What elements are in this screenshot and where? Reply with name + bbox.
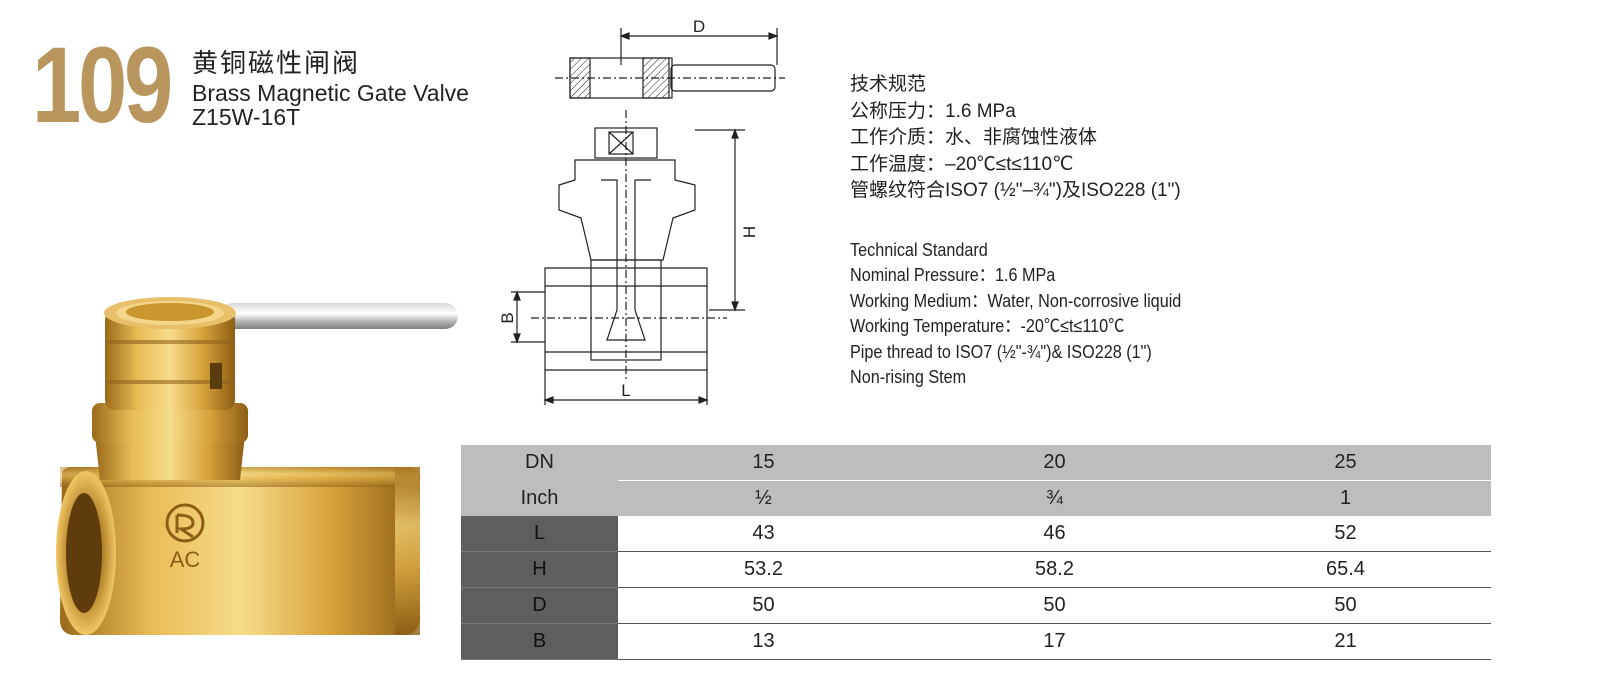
table-cell: 52 <box>1200 516 1491 552</box>
spec-line: 工作温度：–20℃≤t≤110℃ <box>850 153 1074 175</box>
table-row: D 50 50 50 <box>461 587 1491 624</box>
spec-heading-chinese: 技术规范 <box>850 74 927 95</box>
table-header-cell: 20 <box>909 445 1200 481</box>
table-cell: 53.2 <box>618 551 909 588</box>
table-cell: 13 <box>618 623 909 660</box>
spec-block-chinese: 技术规范 公称压力：1.6 MPa 工作介质：水、非腐蚀性液体 工作温度：–20… <box>850 72 1181 205</box>
row-label: D <box>461 587 618 624</box>
spec-line: Pipe thread to ISO7 (½"-¾")& ISO228 (1") <box>850 341 1152 362</box>
table-header-row: DN 15 20 25 <box>461 445 1491 481</box>
table-inch-cell: ¾ <box>909 480 1200 516</box>
table-cell: 46 <box>909 516 1200 552</box>
table-row: L 43 46 52 <box>461 516 1491 552</box>
table-cell: 50 <box>618 587 909 624</box>
table-cell: 50 <box>1200 587 1491 624</box>
spec-line: 公称压力：1.6 MPa <box>850 100 1016 122</box>
table-header-label: DN <box>461 445 618 481</box>
table-cell: 58.2 <box>909 551 1200 588</box>
row-label: L <box>461 516 618 552</box>
technical-drawing: D H B L <box>498 17 785 405</box>
dimension-label-b: B <box>498 312 517 323</box>
valve-logo-text: AC <box>170 547 201 572</box>
table-header-cell: 25 <box>1200 445 1491 481</box>
product-number: 109 <box>32 24 173 145</box>
product-title-english: Brass Magnetic Gate Valve <box>192 80 469 106</box>
product-model: Z15W-16T <box>192 104 301 130</box>
table-cell: 65.4 <box>1200 551 1491 588</box>
table-header-cell: 15 <box>618 445 909 481</box>
spec-heading-english: Technical Standard <box>850 240 988 260</box>
table-cell: 43 <box>618 516 909 552</box>
table-cell: 21 <box>1200 623 1491 660</box>
table-cell: 17 <box>909 623 1200 660</box>
spec-block-english: Technical Standard Nominal Pressure：1.6 … <box>850 238 1181 390</box>
spec-line: Working Medium：Water, Non-corrosive liqu… <box>850 290 1182 311</box>
row-label: B <box>461 623 618 660</box>
valve-photo: AC <box>56 297 458 635</box>
product-title-chinese: 黄铜磁性闸阀 <box>192 48 361 78</box>
table-inch-label: Inch <box>461 480 618 516</box>
table-inch-row: Inch ½ ¾ 1 <box>461 480 1491 516</box>
dimension-table: DN 15 20 25 Inch ½ ¾ 1 L 43 46 52 H 53.2… <box>461 445 1491 660</box>
dimension-label-l: L <box>621 381 630 400</box>
spec-line: Nominal Pressure：1.6 MPa <box>850 265 1056 286</box>
table-inch-cell: ½ <box>618 480 909 516</box>
table-inch-cell: 1 <box>1200 480 1491 516</box>
row-label: H <box>461 551 618 588</box>
dimension-label-h: H <box>740 226 759 238</box>
spec-line: Non-rising Stem <box>850 367 967 388</box>
spec-line: 管螺纹符合ISO7 (½"–¾")及ISO228 (1") <box>850 180 1181 201</box>
spec-line: 工作介质：水、非腐蚀性液体 <box>850 127 1098 148</box>
table-row: H 53.2 58.2 65.4 <box>461 551 1491 588</box>
table-row: B 13 17 21 <box>461 623 1491 660</box>
spec-line: Working Temperature：-20℃≤t≤110℃ <box>850 316 1125 337</box>
dimension-label-d: D <box>693 17 705 36</box>
table-cell: 50 <box>909 587 1200 624</box>
